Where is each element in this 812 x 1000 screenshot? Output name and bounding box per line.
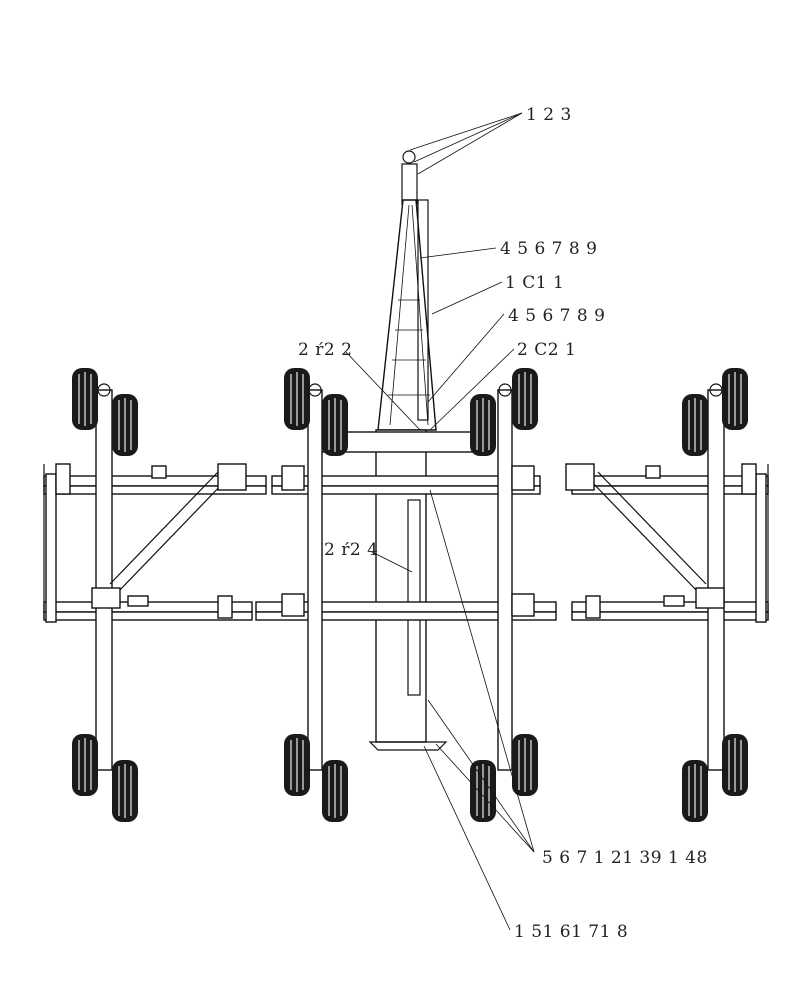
callout-label: 2 ŕ2 2 [298, 340, 352, 360]
wing-beams [45, 389, 767, 771]
wheel [682, 760, 708, 822]
gauge-wheels [72, 368, 748, 822]
wheel [470, 760, 496, 822]
wheel [722, 734, 748, 796]
mounting-brackets [55, 383, 757, 619]
callout-label: 2 ŕ2 4 [324, 540, 378, 560]
wheel [470, 394, 496, 456]
callout-label: 5 6 7 1 21 39 1 48 [542, 848, 708, 868]
wheel [72, 368, 98, 430]
callout-label: 1 51 61 71 8 [514, 922, 628, 942]
callout-label: 4 5 6 7 8 9 [500, 239, 597, 259]
callout-label: 1 C1 1 [505, 273, 564, 293]
wheel [722, 368, 748, 430]
diagonal-braces [109, 471, 707, 593]
hitch-tongue [377, 150, 437, 431]
wheel [512, 368, 538, 430]
wheel [284, 368, 310, 430]
wheel [112, 760, 138, 822]
callout-label: 2 C2 1 [517, 340, 576, 360]
leader-lines [345, 112, 535, 931]
wheel [322, 760, 348, 822]
callout-label: 4 5 6 7 8 9 [508, 306, 605, 326]
wheel [512, 734, 538, 796]
front-toolbar [43, 464, 769, 620]
wheel [284, 734, 310, 796]
wheel [322, 394, 348, 456]
wheel [112, 394, 138, 456]
wheel [72, 734, 98, 796]
rear-toolbar [43, 601, 769, 621]
callout-label: 1 2 3 [526, 105, 572, 125]
wheel [682, 394, 708, 456]
